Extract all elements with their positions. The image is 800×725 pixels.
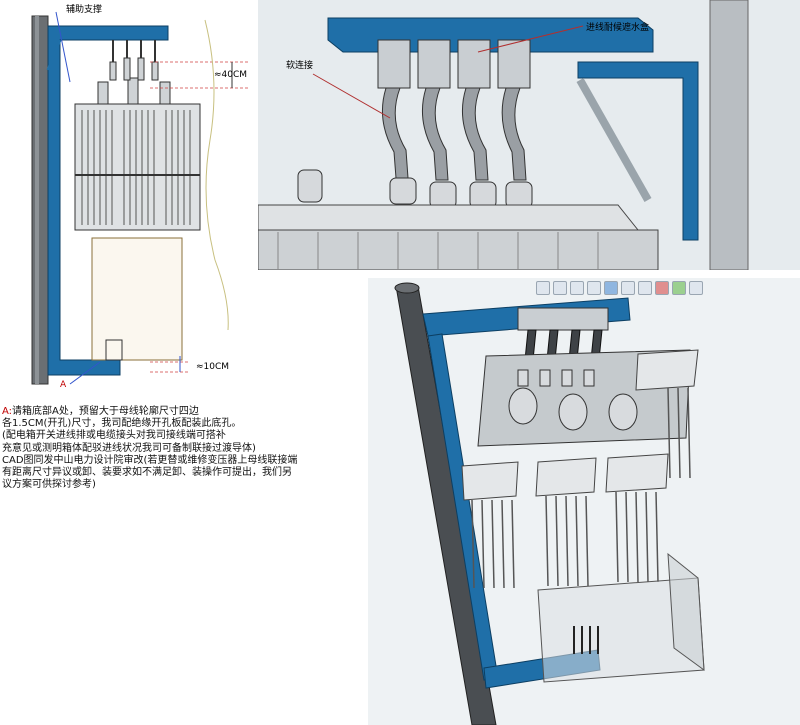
note-line-3: (配电箱开关进线排或电缆接头对我司接线端可搭补: [2, 430, 226, 442]
view-settings-icon[interactable]: [689, 281, 703, 295]
gap-top-label: ≈40CM: [214, 70, 248, 80]
aux-support-label: 辅助支撑: [66, 5, 103, 15]
note-line-7: 议方案可供探讨参考): [2, 479, 96, 491]
iso-pole-top: [394, 282, 420, 294]
detail-frame: [577, 61, 699, 241]
box-leader: [477, 25, 584, 53]
hv-bushings: [97, 57, 171, 105]
blue-frame: [47, 25, 169, 376]
side-elevation-svg: [31, 11, 250, 385]
display-style-icon[interactable]: [621, 281, 635, 295]
bottom-entry: [105, 339, 123, 361]
iso-clamp-box: [517, 307, 609, 331]
iso-radiator-fins: [471, 387, 691, 589]
marker-a-label: A: [60, 380, 67, 390]
weather-box-label: 进线耐候遮水盒: [586, 23, 650, 33]
a-leader: [69, 361, 101, 385]
iso-bushings: [508, 369, 638, 431]
gap-bottom-label: ≈10CM: [196, 362, 230, 372]
view-orientation-icon[interactable]: [604, 281, 618, 295]
detail-brace: [576, 78, 652, 202]
aux-leader: [55, 11, 71, 83]
detail-pole: [709, 0, 749, 270]
isometric-3d-view: [368, 278, 800, 725]
bus-bars: [112, 40, 156, 62]
pole-highlight: [35, 16, 39, 384]
note-line-2: 各1.5CM(开孔)尺寸，我司配绝缘开孔板配装此底孔。: [2, 418, 242, 430]
iso-box-entries: [573, 626, 599, 654]
zoom-icon[interactable]: [536, 281, 550, 295]
utility-pole: [31, 15, 49, 385]
tank-side: [258, 229, 659, 270]
side-elevation-drawing: 辅助支撑 ≈40CM ≈10CM A: [0, 0, 258, 390]
previous-view-icon[interactable]: [570, 281, 584, 295]
iso-box-side: [667, 552, 705, 672]
transformer-body: [74, 103, 201, 231]
dimension-lines: [150, 61, 250, 373]
radiator-fins: [81, 110, 191, 225]
aux-brace: [46, 39, 62, 71]
section-view-icon[interactable]: [587, 281, 601, 295]
connection-detail-svg: [258, 0, 749, 270]
connection-detail-view: 软连接 进线耐候遮水盒: [258, 0, 800, 270]
note-line-1: A:请箱底部A处，预留大于母线轮廓尺寸四边: [2, 406, 199, 417]
soft-leader: [312, 73, 391, 119]
appearance-icon[interactable]: [655, 281, 669, 295]
soft-connection-label: 软连接: [286, 61, 314, 71]
isometric-svg: [394, 282, 705, 725]
scene-icon[interactable]: [672, 281, 686, 295]
sketch-line: [204, 19, 229, 331]
weather-box-clamps: [377, 39, 531, 89]
tank-top: [258, 204, 640, 231]
zoom-area-icon[interactable]: [553, 281, 567, 295]
viewer-toolbar: [536, 280, 703, 296]
iso-radiator-hoods: [461, 349, 699, 501]
installation-notes: A:请箱底部A处，预留大于母线轮廓尺寸四边 各1.5CM(开孔)尺寸，我司配绝缘…: [2, 406, 362, 491]
note-marker: A:: [2, 406, 13, 417]
hide-show-icon[interactable]: [638, 281, 652, 295]
tank-fins: [277, 232, 599, 270]
note-line-6: 有距离尺寸异议或卸、装要求如不满足卸、装操作可提出，我们另: [2, 467, 292, 479]
note-line-5: CAD图同发中山电力设计院审改(若更替或维修变压器上母线联接端: [2, 454, 298, 466]
note-line-4: 充意见或测明箱体配驳进线状况我司可备制联接过渡导体): [2, 442, 256, 454]
soft-connection-straps: [381, 87, 527, 181]
